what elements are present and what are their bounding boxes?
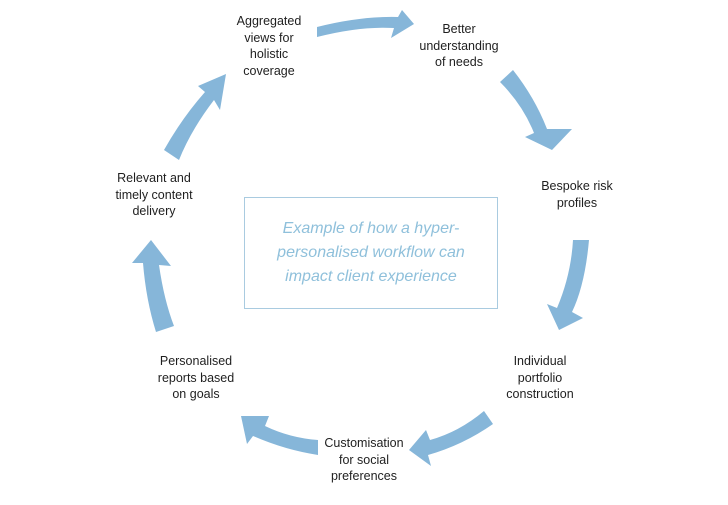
- arrow-right: [547, 240, 589, 330]
- arrow-upper-left: [164, 74, 226, 160]
- arrow-left: [132, 240, 174, 332]
- arrow-bottom-right: [409, 411, 493, 466]
- center-caption: Example of how a hyper- personalised wor…: [277, 220, 465, 285]
- step-personalised-reports: Personalised reports based on goals: [157, 354, 235, 401]
- arrow-upper-right: [500, 70, 572, 150]
- center-caption-box: Example of how a hyper- personalised wor…: [244, 197, 498, 309]
- step-better-understanding: Better understanding of needs: [419, 22, 499, 69]
- step-individual-portfolio: Individual portfolio construction: [506, 354, 574, 401]
- step-customisation-social: Customisation for social preferences: [324, 436, 404, 483]
- step-relevant-content: Relevant and timely content delivery: [115, 171, 193, 218]
- step-bespoke-risk-profiles: Bespoke risk profiles: [541, 179, 613, 210]
- arrow-bottom-left: [241, 416, 318, 455]
- step-aggregated-views: Aggregated views for holistic coverage: [236, 14, 302, 78]
- arrow-top: [317, 10, 414, 38]
